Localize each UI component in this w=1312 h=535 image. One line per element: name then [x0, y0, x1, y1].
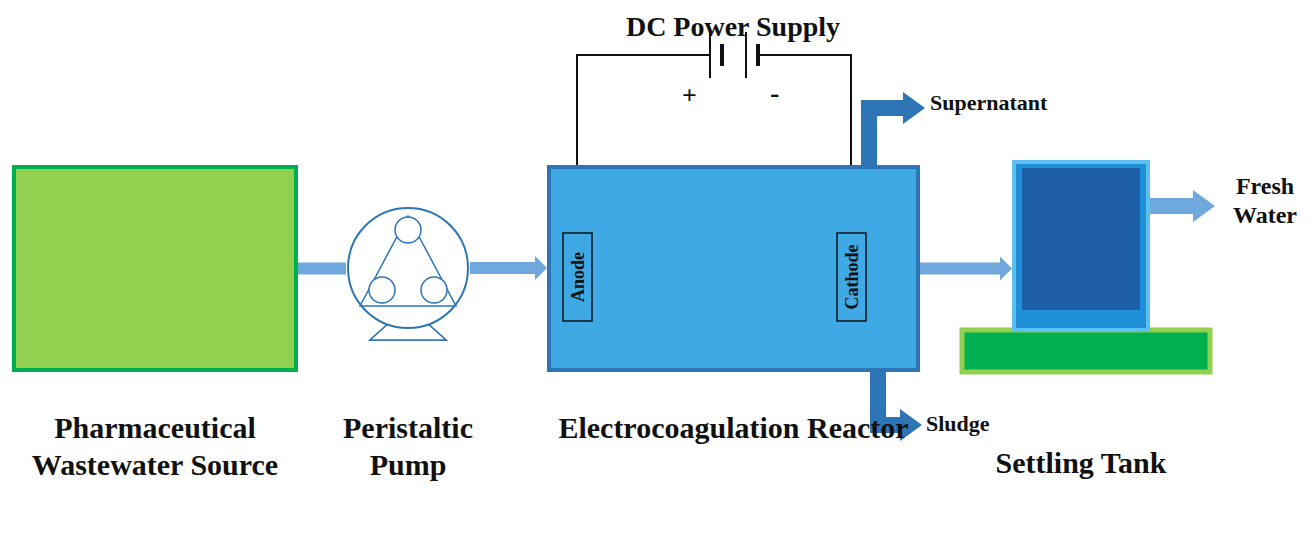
source-fill	[14, 167, 296, 370]
outlet-label: Fresh Water	[1222, 172, 1308, 230]
pump-rotor	[360, 216, 456, 306]
node-shape	[1012, 160, 1150, 332]
pump-casing	[348, 208, 468, 328]
electrode-plate	[837, 233, 866, 321]
flow-arrowhead	[1000, 257, 1012, 281]
reactor-box: Electrocoagulation ReactorAnodeCathode	[547, 165, 920, 372]
flow-pipe	[298, 263, 346, 275]
component-label: Peristaltic Pump	[308, 410, 508, 483]
pump-roller	[421, 277, 447, 303]
component-label: Pharmaceutical Wastewater Source	[10, 410, 300, 483]
anode-electrode: Anode	[562, 232, 593, 322]
power-supply-label: DC Power Supply	[626, 10, 840, 44]
flow-connector	[470, 256, 547, 280]
outlet-arrowhead	[1193, 190, 1215, 222]
outlet-label: Sludge	[926, 411, 990, 437]
flow-connector	[920, 257, 1012, 281]
tank-outer	[1014, 162, 1148, 330]
wastewater-source-box: Pharmaceutical Wastewater Source	[12, 165, 298, 372]
electrode-label: Anode	[567, 252, 588, 302]
reactor-fill	[549, 167, 918, 370]
component-label: Settling Tank	[951, 445, 1211, 482]
tank-platform	[962, 330, 1210, 372]
flow-pipe	[920, 263, 1000, 275]
electrode-plate	[563, 233, 592, 321]
tank-inner	[1022, 168, 1140, 310]
electrode-label: Cathode	[841, 244, 862, 309]
polarity-sign: -	[770, 76, 779, 110]
pump-roller	[395, 217, 421, 243]
outlet-arrowhead	[903, 92, 925, 124]
node-shape	[346, 206, 470, 330]
node-shape	[12, 165, 298, 372]
polarity-sign: +	[682, 80, 697, 111]
pump-roller	[369, 277, 395, 303]
settling-tank: Settling Tank	[1012, 160, 1150, 332]
peristaltic-pump: Peristaltic Pump	[346, 206, 470, 330]
cathode-electrode: Cathode	[836, 232, 867, 322]
component-label: Electrocoagulation Reactor	[549, 410, 919, 447]
outlet-label: Supernatant	[930, 90, 1047, 116]
flow-arrowhead	[535, 256, 547, 280]
flow-connector	[298, 268, 346, 269]
flow-pipe	[470, 262, 535, 274]
